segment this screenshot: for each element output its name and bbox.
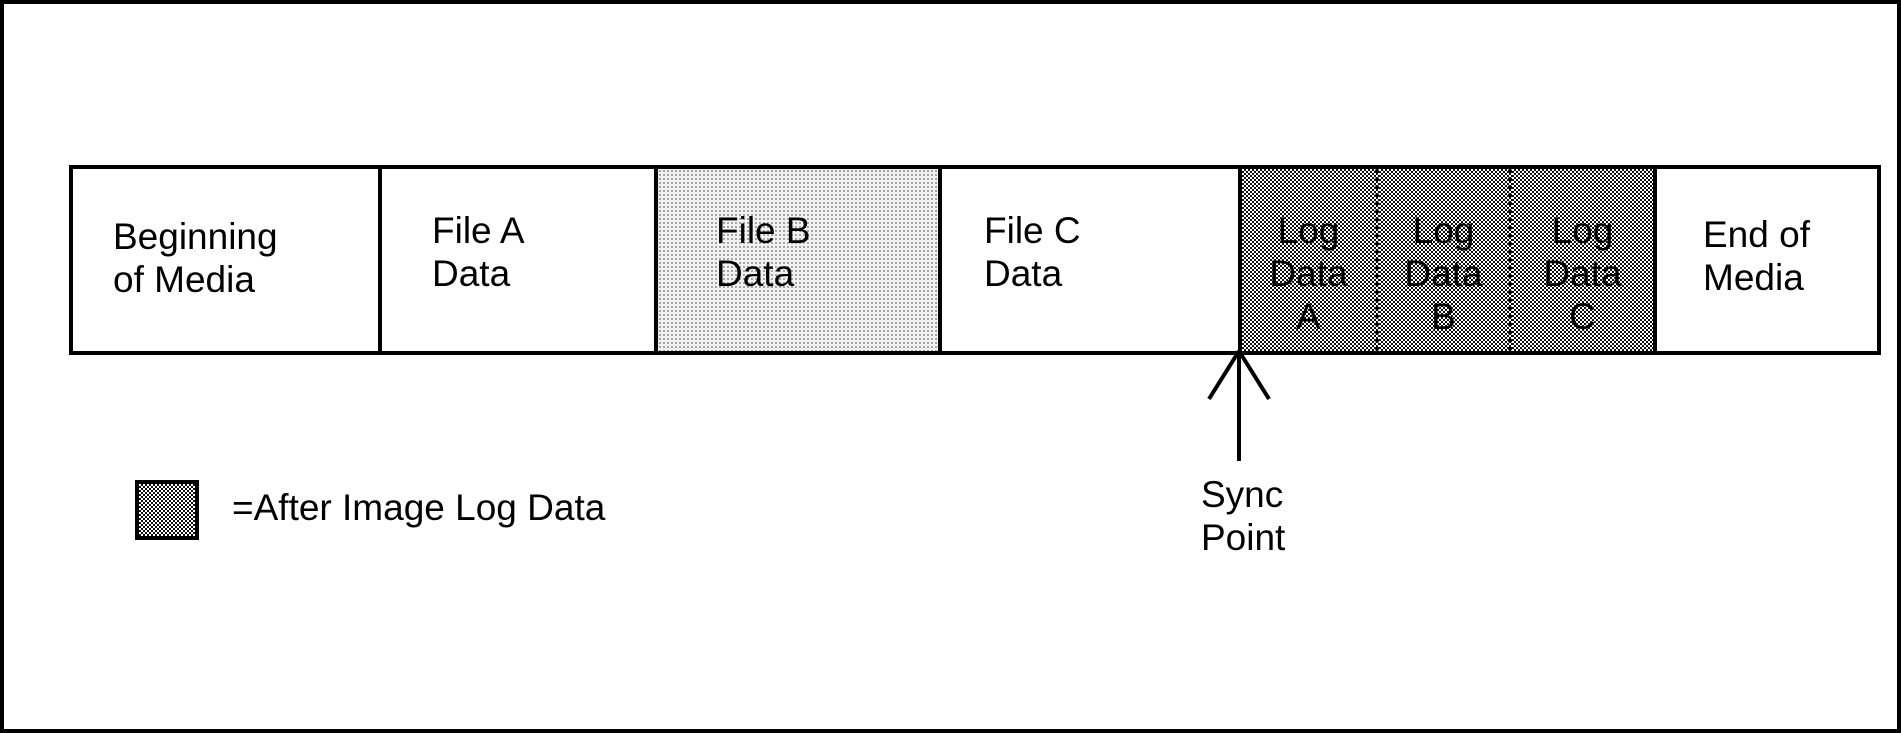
legend-swatch	[135, 480, 199, 540]
segment-label: End of Media	[1703, 214, 1810, 298]
segment-file-c-data: File C Data	[942, 169, 1242, 351]
segment-end-of-media: End of Media	[1657, 169, 1877, 351]
segment-label: File B Data	[716, 210, 811, 294]
segment-log-data-a: Log Data A	[1242, 169, 1379, 351]
segment-label: File A Data	[432, 210, 525, 294]
sync-point-label: Sync Point	[1201, 474, 1286, 558]
segment-label: Log Data B	[1404, 210, 1483, 337]
segment-file-b-data: File B Data	[658, 169, 942, 351]
segment-beginning-of-media: Beginning of Media	[73, 169, 382, 351]
legend-label: =After Image Log Data	[232, 487, 606, 528]
segment-label: Beginning of Media	[113, 216, 278, 300]
segment-label: Log Data C	[1543, 210, 1622, 337]
media-strip: Beginning of Media File A Data File B Da…	[69, 165, 1881, 355]
sync-point-arrow-icon	[1207, 349, 1271, 461]
segment-label: Log Data A	[1269, 210, 1348, 337]
segment-file-a-data: File A Data	[382, 169, 658, 351]
segment-log-data-b: Log Data B	[1379, 169, 1512, 351]
segment-log-data-c: Log Data C	[1512, 169, 1657, 351]
segment-label: File C Data	[984, 210, 1081, 294]
